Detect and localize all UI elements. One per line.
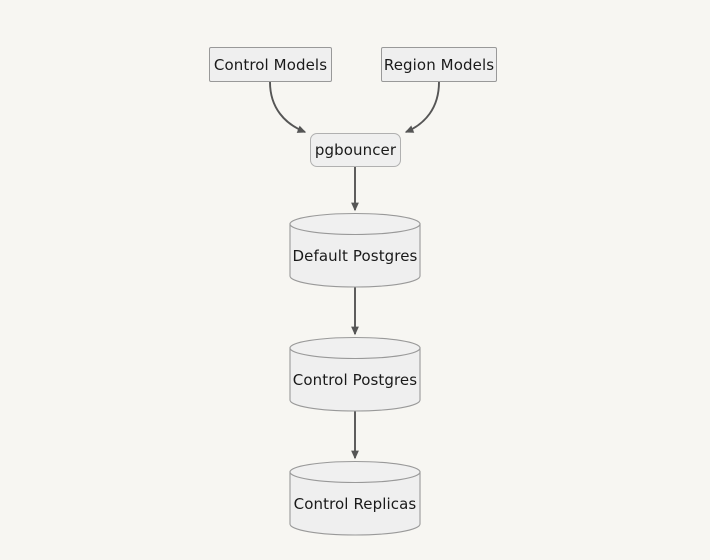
node-control-postgres[interactable]: Control Postgres <box>289 336 421 412</box>
node-default-postgres[interactable]: Default Postgres <box>289 212 421 288</box>
node-region-models-label: Region Models <box>383 55 495 74</box>
node-pgbouncer[interactable]: pgbouncer <box>310 133 401 167</box>
node-region-models[interactable]: Region Models <box>381 47 497 82</box>
edge-region-models-to-pgbouncer <box>404 81 440 133</box>
node-control-models[interactable]: Control Models <box>209 47 332 82</box>
node-control-replicas[interactable]: Control Replicas <box>289 460 421 536</box>
node-control-models-label: Control Models <box>213 55 328 74</box>
edge-control-models-to-pgbouncer <box>269 81 307 133</box>
node-pgbouncer-label: pgbouncer <box>314 141 397 159</box>
